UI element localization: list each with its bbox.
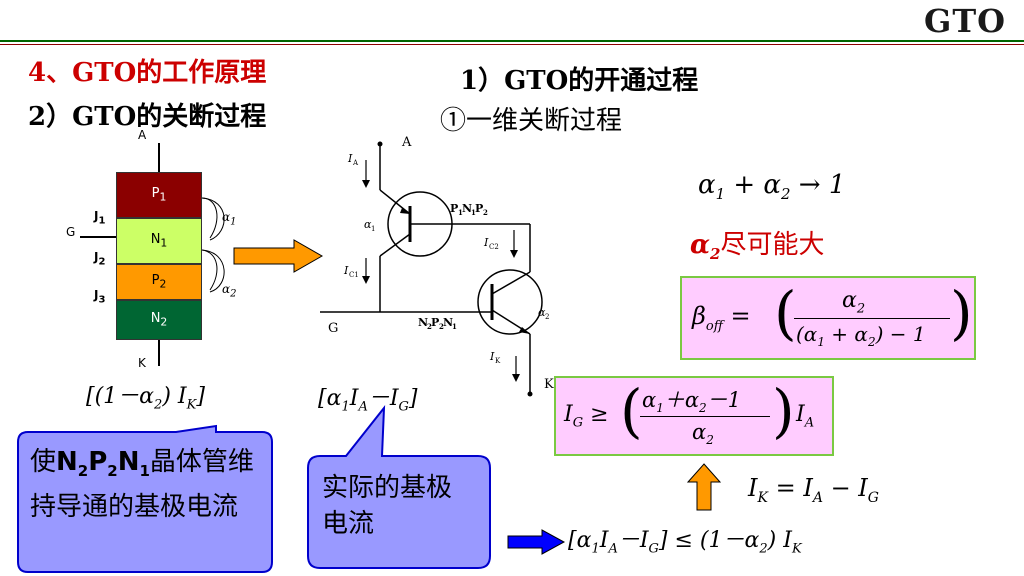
- svg-text:N: N: [418, 316, 428, 329]
- header-rule-thin: [0, 44, 1024, 45]
- svg-text:K: K: [544, 377, 554, 392]
- svg-text:I: I: [483, 236, 489, 249]
- alpha-braces: [201, 197, 225, 293]
- one-dim-title-text: ①一维关断过程: [440, 106, 623, 136]
- svg-text:A: A: [401, 135, 412, 150]
- svg-text:1: 1: [458, 208, 463, 217]
- eq-alpha2-large: α2尽可能大: [690, 230, 825, 264]
- svg-text:K: K: [495, 357, 501, 365]
- subtitle-turnon: 1）GTO的开通过程: [460, 60, 698, 97]
- svg-text:α: α: [364, 218, 372, 231]
- svg-text:C2: C2: [489, 243, 499, 251]
- paren-left: (: [774, 279, 797, 347]
- svg-text:I: I: [489, 350, 495, 363]
- gto-logo: GTO: [923, 2, 1006, 40]
- subtitle-turnon-text: 1）GTO的开通过程: [460, 66, 699, 96]
- expr-left: [(1－α2) IK]: [86, 384, 205, 413]
- gate-label: G: [66, 225, 76, 239]
- cathode-label: K: [138, 356, 146, 370]
- svg-text:α: α: [538, 306, 546, 319]
- up-arrow: [686, 463, 722, 511]
- alpha2-label-left: α2: [222, 282, 237, 300]
- beta-off-formula: βoff = ( α2 (α1 + α2) − 1 ): [680, 276, 976, 360]
- beta-off-lhs: βoff =: [692, 302, 751, 334]
- callout-left-text: 使N2P2N1晶体管维持导通的基极电流: [30, 447, 254, 523]
- subtitle-turnoff: 2）GTO的关断过程: [28, 96, 266, 133]
- svg-text:I: I: [347, 152, 353, 165]
- anode-lead: [158, 143, 160, 173]
- ig-condition-num: α1＋α2－1: [642, 388, 742, 416]
- ig-condition-ia: IA: [796, 402, 815, 431]
- alpha1-label-left: α1: [222, 210, 237, 228]
- svg-text:2: 2: [545, 313, 549, 321]
- callout-left-shape: [17, 424, 273, 573]
- svg-text:G: G: [328, 321, 338, 336]
- svg-text:N: N: [443, 316, 453, 329]
- expr-mid: [α1IA－IG]: [318, 386, 418, 415]
- svg-text:I: I: [343, 264, 349, 277]
- beta-off-num: α2: [842, 288, 866, 317]
- callout-mid-text: 实际的基极电流: [322, 473, 453, 539]
- layer-p2: P2: [116, 264, 202, 300]
- svg-text:A: A: [352, 159, 359, 167]
- orange-arrow: [233, 239, 324, 273]
- svg-text:P: P: [431, 316, 439, 329]
- section-title: 4、GTO的工作原理: [28, 52, 266, 89]
- svg-text:C1: C1: [349, 271, 359, 279]
- one-dim-title: ①一维关断过程: [440, 100, 622, 137]
- ig-fraction-bar: [640, 416, 770, 417]
- cathode-lead: [158, 340, 160, 366]
- svg-text:2: 2: [439, 322, 444, 331]
- svg-text:N: N: [462, 202, 472, 215]
- svg-text:P: P: [475, 202, 483, 215]
- callout-mid-shape: [307, 404, 491, 569]
- svg-text:2: 2: [427, 322, 432, 331]
- anode-label: A: [138, 128, 147, 142]
- layer-p1: P1: [116, 172, 202, 218]
- beta-off-den: (α1 + α2) − 1: [796, 322, 926, 349]
- ig-condition-lhs: IG ≥: [564, 402, 609, 431]
- svg-text:1: 1: [371, 225, 375, 233]
- svg-text:1: 1: [452, 322, 457, 331]
- header-rule: [0, 40, 1024, 42]
- paren-right: ): [950, 279, 973, 347]
- svg-text:1: 1: [471, 208, 476, 217]
- gate-lead: [80, 236, 116, 238]
- junction-j3: J3: [94, 288, 106, 306]
- eq-alpha-sum: α1 + α2 → 1: [698, 170, 846, 204]
- equivalent-circuit: A I A P 1 N 1 P 2 α 1 I C1 G I C2 N 2 P …: [320, 135, 554, 397]
- layer-n1: N1: [116, 218, 202, 264]
- ig-paren-left: (: [620, 377, 643, 445]
- section-title-text: 4、GTO的工作原理: [28, 58, 267, 88]
- junction-j2: J2: [94, 250, 106, 268]
- blue-arrow: [507, 529, 566, 555]
- ig-condition-formula: IG ≥ ( α1＋α2－1 α2 ) IA: [554, 376, 834, 456]
- eq-ik-relation: IK = IA − IG: [748, 474, 879, 506]
- ig-condition-den: α2: [692, 420, 714, 448]
- svg-text:P: P: [450, 202, 458, 215]
- eq-inequality: [α1IA－IG] ≤ (1－α2) IK: [568, 528, 802, 557]
- ig-paren-right: ): [772, 377, 795, 445]
- subtitle-turnoff-text: 2）GTO的关断过程: [28, 102, 267, 132]
- beta-off-fraction-bar: [794, 318, 950, 319]
- junction-j1: J1: [94, 209, 106, 227]
- layer-n2: N2: [116, 300, 202, 340]
- svg-text:2: 2: [483, 208, 488, 217]
